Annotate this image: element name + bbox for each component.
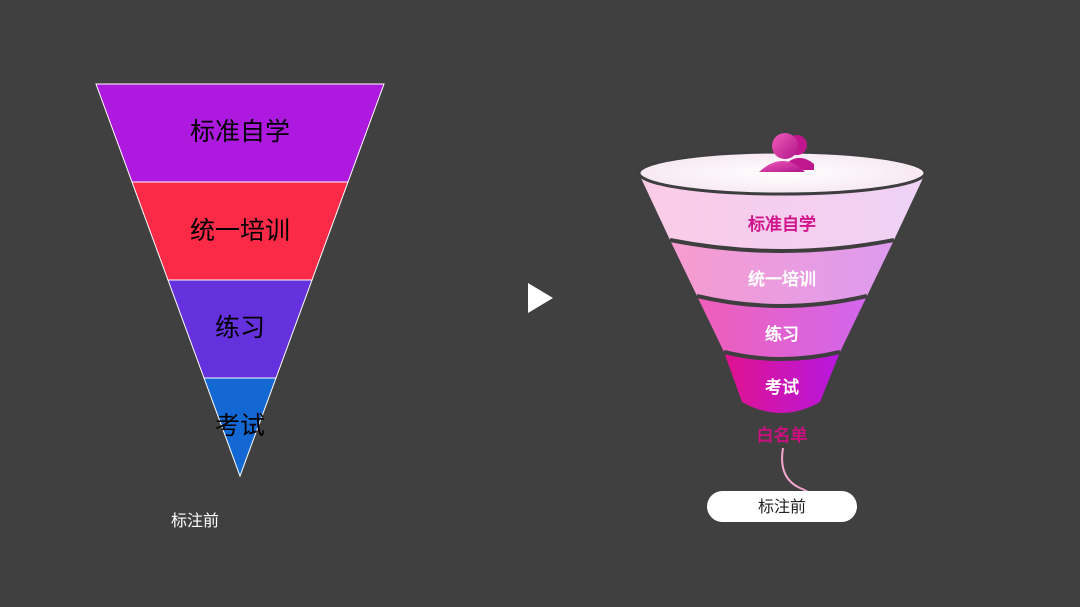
left-caption: 标注前	[171, 511, 219, 530]
right-funnel-separator-1	[669, 238, 895, 253]
whitelist-label: 白名单	[757, 425, 808, 446]
right-funnel-label-1: 标准自学	[748, 214, 816, 235]
user-group-icon	[759, 133, 814, 172]
right-funnel-separator-2	[696, 294, 868, 308]
left-funnel-label-3: 练习	[215, 313, 265, 342]
right-funnel-separator-3	[723, 350, 841, 361]
right-funnel-label-4: 考试	[764, 377, 799, 398]
callout-connector	[781, 447, 815, 498]
left-funnel: 标准自学 统一培训 练习 考试	[95, 83, 385, 478]
right-funnel-level-4	[724, 352, 840, 413]
right-funnel-label-3: 练习	[765, 324, 799, 345]
left-funnel-label-2: 统一培训	[190, 216, 290, 245]
left-funnel-label-1: 标准自学	[190, 117, 290, 146]
callout-text: 标注前	[758, 497, 806, 516]
right-funnel-level-3	[697, 296, 867, 359]
callout-pill	[707, 491, 857, 522]
right-funnel-label-2: 统一培训	[748, 269, 816, 290]
right-funnel-level-1	[640, 176, 924, 251]
right-funnel-level-2	[670, 240, 894, 306]
left-funnel-label-4: 考试	[215, 411, 265, 440]
left-funnel-level-4	[203, 377, 277, 478]
play-triangle-icon	[528, 283, 553, 313]
right-funnel: 标准自学 统一培训 练习 考试	[637, 133, 927, 413]
